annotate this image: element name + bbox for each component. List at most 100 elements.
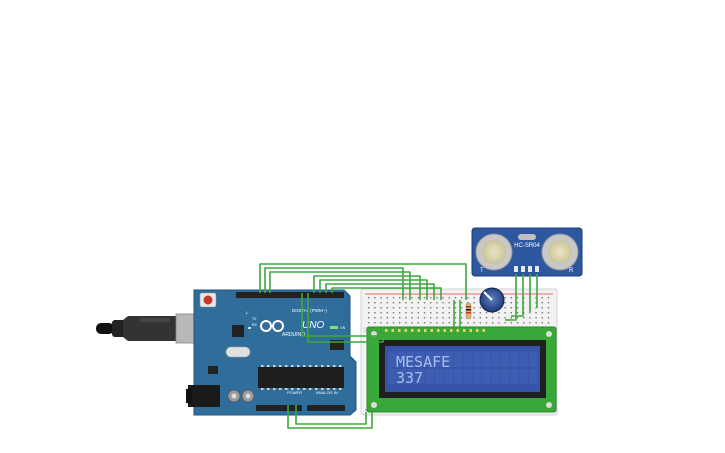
breadboard-hole [442,322,444,324]
breadboard-hole [411,307,413,309]
on-led [330,326,338,329]
chip-pin [309,365,312,367]
breadboard-hole [374,312,376,314]
breadboard-hole [448,307,450,309]
breadboard-hole [479,322,481,324]
breadboard-hole [386,307,388,309]
lcd-pin [463,329,466,332]
breadboard-hole [430,312,432,314]
atmega-chip [258,365,344,390]
lcd-cell [463,369,472,384]
chip-pin [309,388,312,390]
breadboard-hole [442,302,444,304]
sensor-pin [528,266,532,272]
breadboard-hole [529,312,531,314]
breadboard-hole [504,312,506,314]
lcd-cell [416,352,425,367]
breadboard-hole [516,307,519,309]
breadboard-hole [368,302,370,304]
breadboard-hole [541,312,543,314]
breadboard-hole [423,307,426,309]
usb-cable[interactable] [96,313,197,344]
breadboard-hole [498,317,500,319]
breadboard-hole [454,317,457,319]
breadboard-hole [485,322,488,324]
reset-button[interactable] [199,292,217,308]
arduino-uno-board[interactable]: ARDUINO UNO DIGITAL (PWM~) L TX RX ON PO… [186,289,357,416]
lcd-cell [510,369,519,384]
breadboard-hole [547,297,550,299]
breadboard-hole [448,322,450,324]
potentiometer[interactable] [479,287,505,313]
breadboard-hole [374,297,376,299]
lcd-pin [456,329,459,332]
breadboard-hole [405,317,407,319]
breadboard-hole [417,322,419,324]
arduino-logo: ARDUINO [260,320,305,338]
crystal-oscillator [225,346,251,358]
lcd-pin [437,329,440,332]
breadboard-hole [516,312,519,314]
breadboard-hole [442,307,444,309]
breadboard-hole [454,302,457,304]
wire [325,283,435,300]
chip-pin [291,388,294,390]
lcd-pin [430,329,433,332]
lcd-pin [443,329,446,332]
wire [319,279,428,300]
breadboard-hole [374,322,376,324]
breadboard-hole [510,307,512,309]
breadboard-hole [510,317,512,319]
breadboard-hole [504,307,506,309]
breadboard-hole [423,302,426,304]
breadboard-hole [392,312,395,314]
breadboard-hole [547,307,550,309]
breadboard-hole [547,302,550,304]
breadboard-hole [516,322,519,324]
chip-pin [273,388,276,390]
breadboard-hole [386,302,388,304]
digital-label: DIGITAL (PWM~) [292,308,327,313]
breadboard-hole [448,297,450,299]
breadboard-hole [547,312,550,314]
breadboard-hole [386,312,388,314]
lcd-cell [529,369,538,384]
wires[interactable] [259,263,538,429]
lcd-pin [385,329,388,332]
breadboard-hole [399,312,401,314]
resistor[interactable] [465,302,472,320]
lcd-cell [388,369,397,384]
wire [269,271,411,300]
icsp-header [330,340,344,350]
breadboard-hole [479,312,481,314]
breadboard-hole [411,302,413,304]
lcd-pin [398,329,401,332]
breadboard-hole [516,297,519,299]
breadboard-hole [523,322,525,324]
ultrasonic-sensor[interactable]: HC-SR04 T R [471,227,583,277]
breadboard-hole [423,312,426,314]
chip-pin [321,365,324,367]
breadboard-hole [374,317,376,319]
chip-pin [327,365,330,367]
lcd-cell [482,352,491,367]
breadboard-hole [417,297,419,299]
breadboard-hole [541,322,543,324]
breadboard-hole [473,307,475,309]
chip-pin [291,365,294,367]
breadboard-hole [411,322,413,324]
breadboard-hole [386,297,388,299]
breadboard-hole [541,302,543,304]
wire [511,274,524,317]
breadboard-hole [368,317,370,319]
digital-header [236,292,344,298]
breadboard-hole [386,317,388,319]
breadboard-hole [504,297,506,299]
breadboard-hole [442,297,444,299]
lcd-line-2: 337 [396,369,423,387]
breadboard-hole [492,312,494,314]
lcd-cell [519,352,529,367]
sensor-pin [535,266,539,272]
